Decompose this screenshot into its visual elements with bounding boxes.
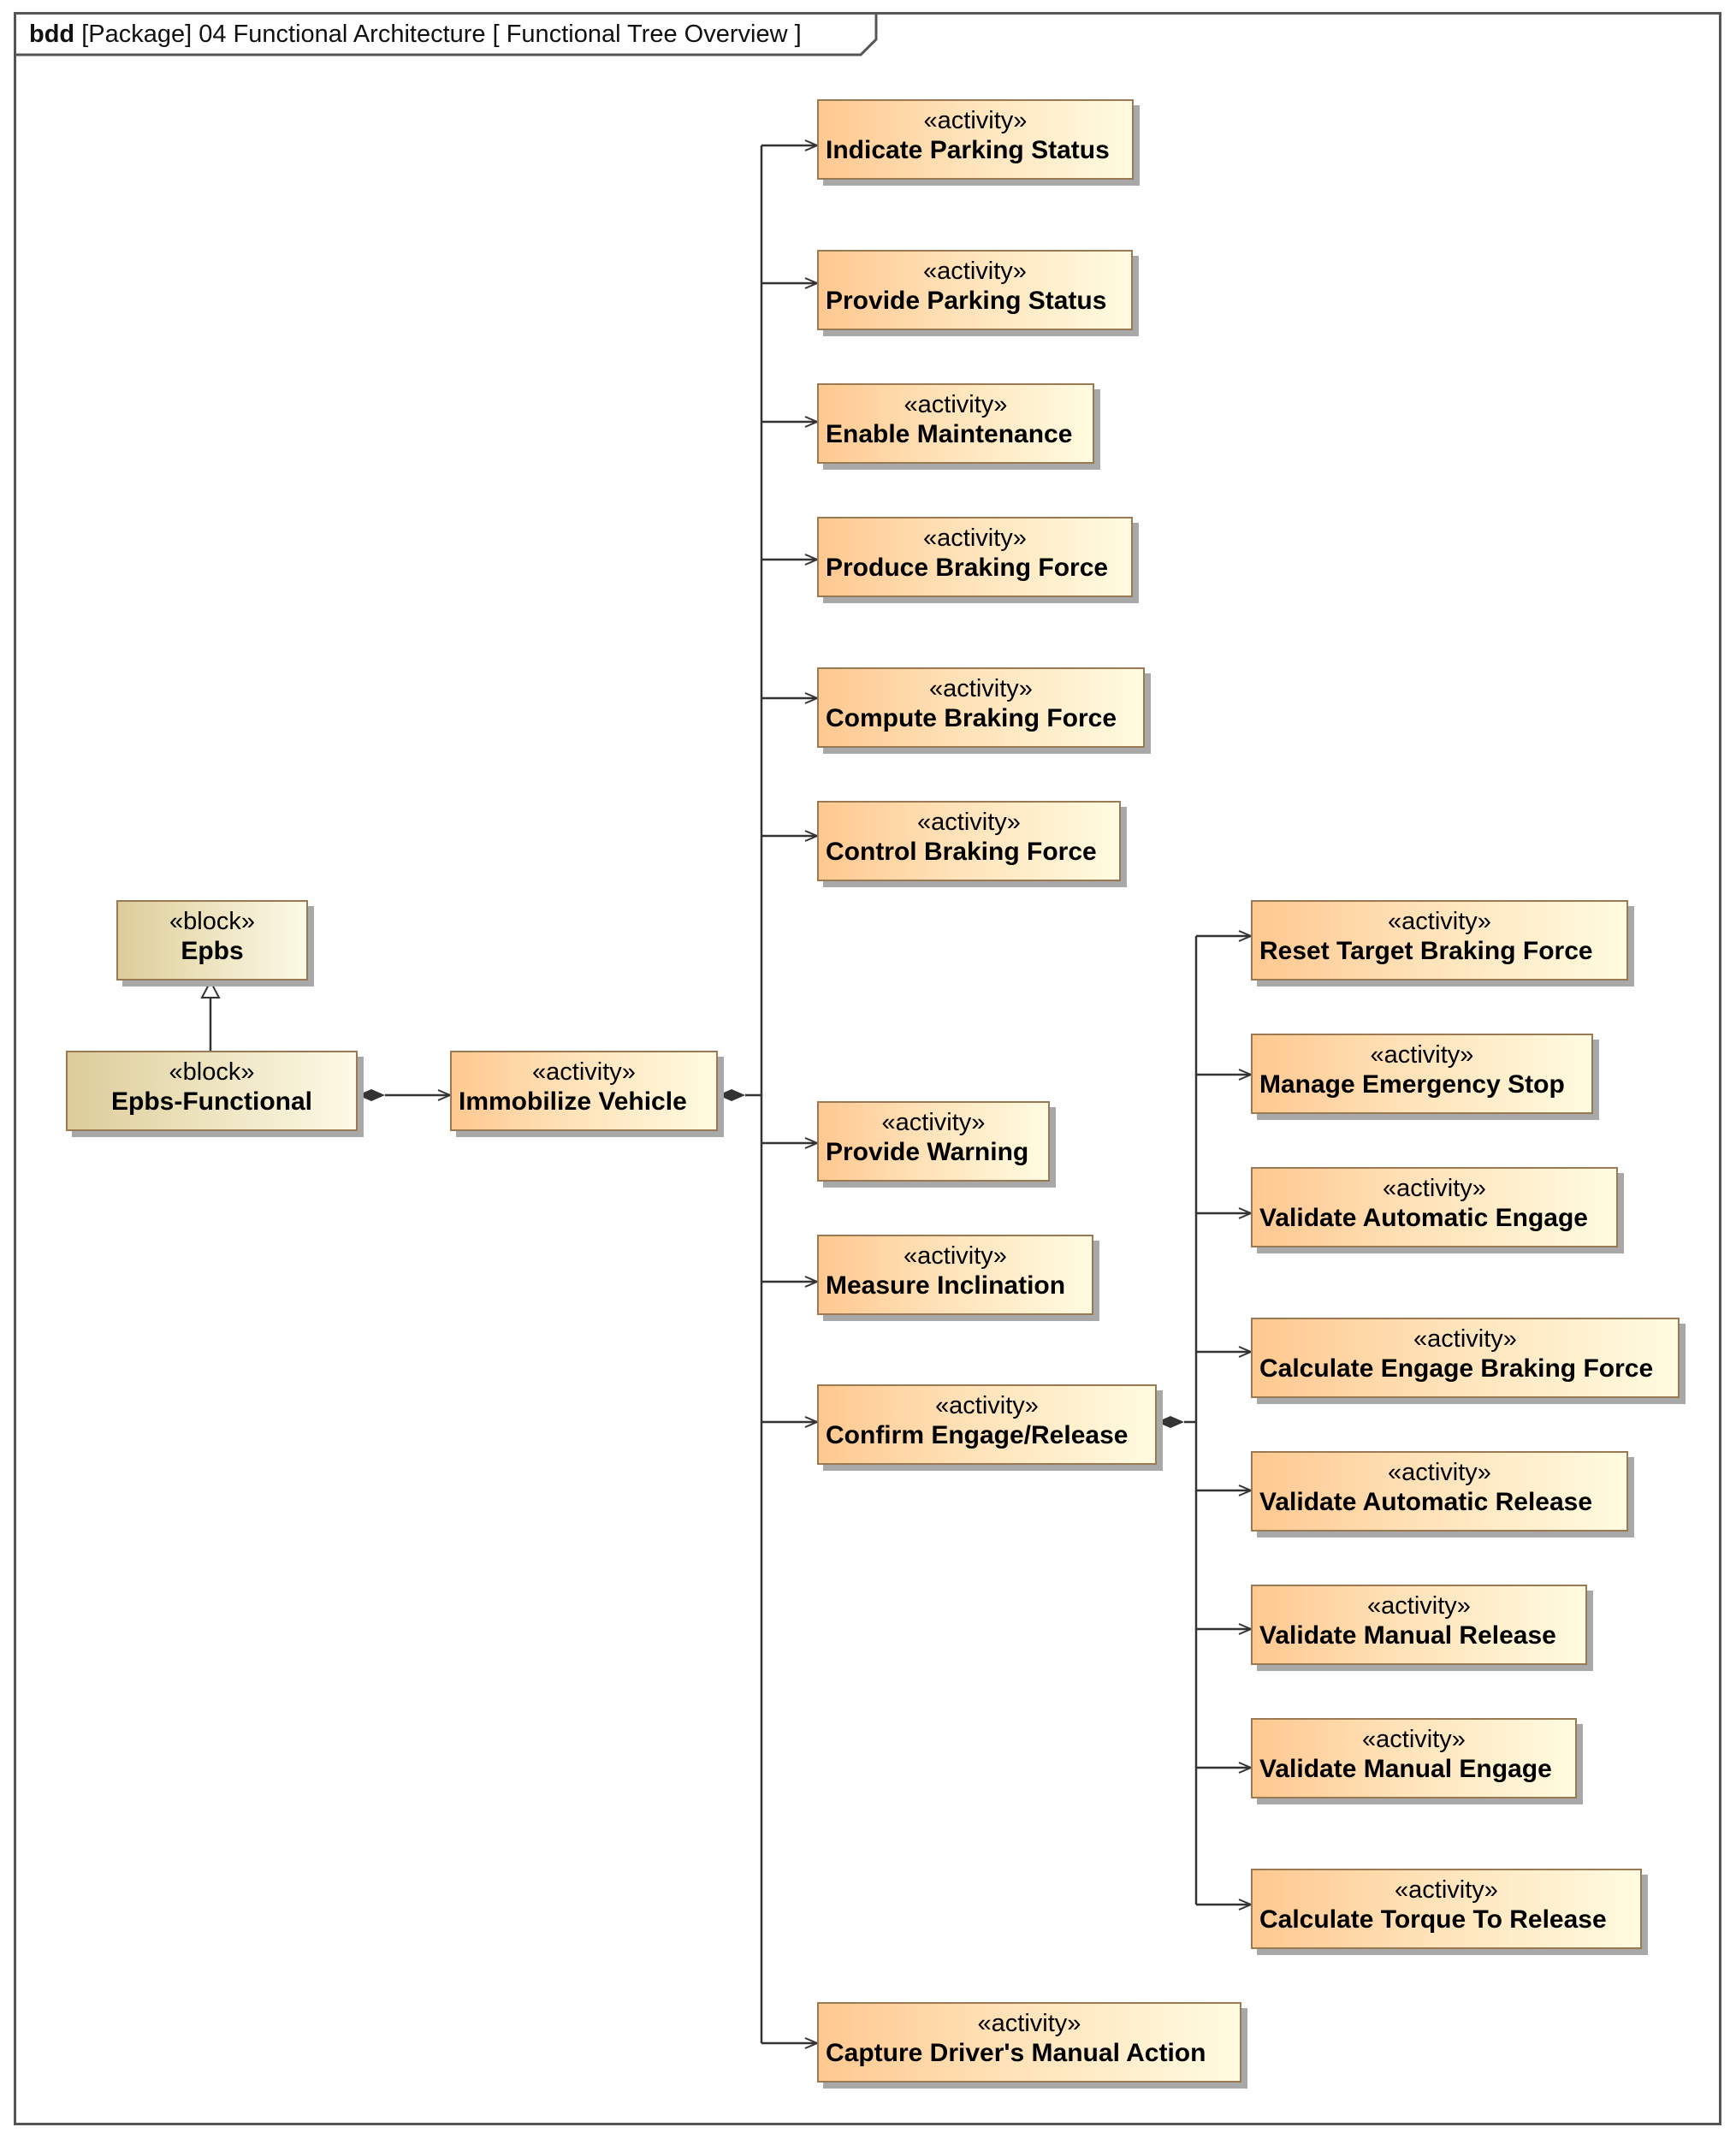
stereotype-label: «activity»	[1362, 1726, 1466, 1753]
activity-immobilize-vehicle[interactable]: «activity» Immobilize Vehicle	[450, 1051, 718, 1131]
stereotype-label: «activity»	[904, 1242, 1007, 1270]
stereotype-label: «activity»	[1395, 1876, 1498, 1904]
stereotype-label: «activity»	[929, 675, 1033, 702]
activity-name: Validate Manual Engage	[1259, 1755, 1552, 1783]
diagram-kind: bdd	[29, 21, 75, 48]
activity-name: Calculate Torque To Release	[1259, 1905, 1607, 1934]
activity-indicate-parking-status[interactable]: «activity» Indicate Parking Status	[817, 99, 1134, 180]
activity-name: Reset Target Braking Force	[1259, 937, 1593, 965]
composition-connectors	[358, 145, 1251, 2043]
stereotype-label: «activity»	[923, 258, 1027, 285]
diagram-frame	[14, 12, 1721, 2125]
block-epbs-functional[interactable]: «block» Epbs-Functional	[66, 1051, 358, 1131]
activity-name: Control Braking Force	[826, 838, 1097, 866]
stereotype-label: «activity»	[923, 107, 1028, 134]
stereotype-label: «activity»	[1367, 1592, 1471, 1620]
activity-name: Validate Automatic Release	[1259, 1488, 1593, 1516]
stereotype-label: «block»	[169, 908, 255, 935]
stereotype-label: «activity»	[917, 809, 1021, 836]
activity-name: Provide Warning	[826, 1138, 1029, 1166]
activity-confirm-engage-release[interactable]: «activity» Confirm Engage/Release	[817, 1384, 1157, 1465]
generalization-arrowhead	[200, 979, 221, 998]
activity-validate-automatic-release[interactable]: «activity» Validate Automatic Release	[1251, 1451, 1628, 1532]
stereotype-label: «activity»	[1370, 1041, 1474, 1069]
stereotype-label: «activity»	[1413, 1325, 1517, 1353]
activity-validate-manual-engage[interactable]: «activity» Validate Manual Engage	[1251, 1718, 1577, 1798]
activity-name: Capture Driver's Manual Action	[826, 2039, 1206, 2067]
activity-name: Confirm Engage/Release	[826, 1421, 1129, 1449]
activity-reset-target-braking-force[interactable]: «activity» Reset Target Braking Force	[1251, 900, 1628, 981]
diagram-title-text: [Package] 04 Functional Architecture [ F…	[81, 21, 802, 48]
activity-calculate-engage-braking-force[interactable]: «activity» Calculate Engage Braking Forc…	[1251, 1318, 1680, 1398]
activity-enable-maintenance[interactable]: «activity» Enable Maintenance	[817, 383, 1094, 464]
stereotype-label: «activity»	[532, 1058, 636, 1086]
stereotype-label: «block»	[169, 1058, 255, 1086]
activity-name: Indicate Parking Status	[826, 136, 1110, 164]
composition-diamond-confirm	[1157, 1416, 1184, 1428]
activity-name: Compute Braking Force	[826, 704, 1117, 732]
activity-name: Calculate Engage Braking Force	[1259, 1354, 1654, 1383]
activity-provide-warning[interactable]: «activity» Provide Warning	[817, 1101, 1050, 1182]
activity-validate-automatic-engage[interactable]: «activity» Validate Automatic Engage	[1251, 1167, 1618, 1247]
composition-diamond-epbs-functional	[358, 1089, 385, 1101]
activity-name: Enable Maintenance	[826, 420, 1073, 448]
activity-calculate-torque-to-release[interactable]: «activity» Calculate Torque To Release	[1251, 1869, 1642, 1949]
stereotype-label: «activity»	[1383, 1175, 1486, 1202]
activity-capture-drivers-manual-action[interactable]: «activity» Capture Driver's Manual Actio…	[817, 2002, 1241, 2083]
stereotype-label: «activity»	[904, 391, 1008, 418]
activity-name: Validate Automatic Engage	[1259, 1204, 1588, 1232]
stereotype-label: «activity»	[1388, 1459, 1491, 1486]
activity-name: Manage Emergency Stop	[1259, 1070, 1565, 1099]
activity-provide-parking-status[interactable]: «activity» Provide Parking Status	[817, 250, 1133, 330]
stereotype-label: «activity»	[977, 2010, 1081, 2037]
activity-name: Provide Parking Status	[826, 287, 1107, 315]
composition-diamond-immobilize	[718, 1089, 745, 1101]
stereotype-label: «activity»	[1388, 908, 1491, 935]
generalization-connector	[200, 979, 221, 1051]
activity-compute-braking-force[interactable]: «activity» Compute Braking Force	[817, 667, 1145, 748]
activity-manage-emergency-stop[interactable]: «activity» Manage Emergency Stop	[1251, 1034, 1593, 1114]
activity-measure-inclination[interactable]: «activity» Measure Inclination	[817, 1235, 1093, 1315]
block-name: Epbs	[181, 937, 244, 965]
activity-name: Measure Inclination	[826, 1271, 1066, 1300]
activity-produce-braking-force[interactable]: «activity» Produce Braking Force	[817, 517, 1133, 597]
block-name: Epbs-Functional	[111, 1087, 312, 1116]
stereotype-label: «activity»	[881, 1109, 986, 1136]
activity-validate-manual-release[interactable]: «activity» Validate Manual Release	[1251, 1585, 1587, 1665]
activity-name: Produce Braking Force	[826, 554, 1109, 582]
stereotype-label: «activity»	[923, 524, 1027, 552]
activity-control-braking-force[interactable]: «activity» Control Braking Force	[817, 801, 1121, 881]
activity-name: Validate Manual Release	[1259, 1621, 1556, 1650]
diagram-title: bdd [Package] 04 Functional Architecture…	[29, 21, 802, 49]
stereotype-label: «activity»	[935, 1392, 1039, 1419]
activity-name: Immobilize Vehicle	[459, 1087, 687, 1116]
block-epbs[interactable]: «block» Epbs	[116, 900, 308, 981]
